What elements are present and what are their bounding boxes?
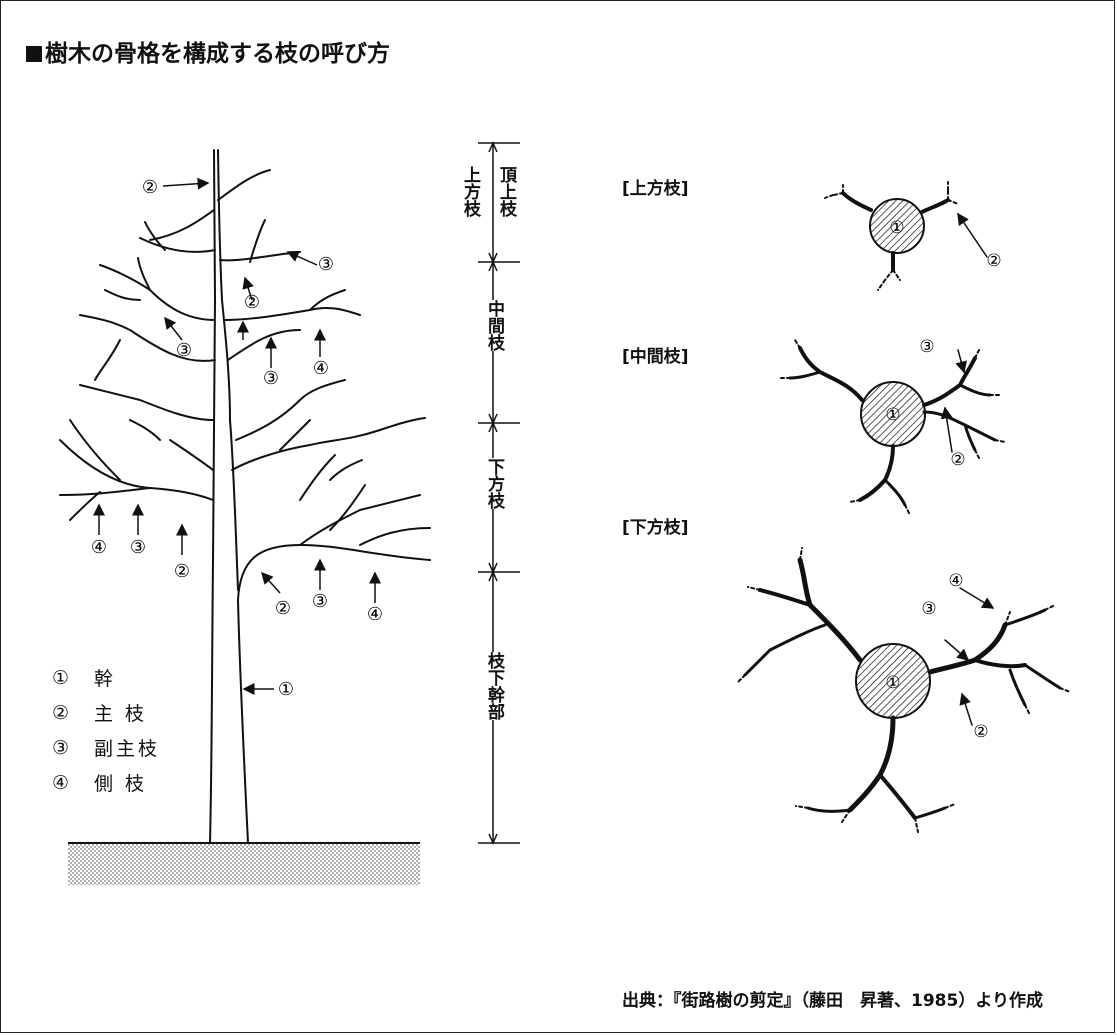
marker-2: ② [142, 177, 158, 198]
lower-center-marker: ① [885, 673, 900, 693]
label-trunk-section: 枝下幹部 [484, 652, 503, 720]
legend-label: 側 枝 [94, 769, 147, 796]
middle-section [780, 340, 1005, 515]
legend-row: ① 幹 [52, 660, 160, 695]
legend-number: ① [52, 667, 94, 689]
legend-number: ④ [52, 772, 94, 794]
legend-label: 主 枝 [94, 699, 147, 726]
label-top-branch: 頂上枝 [496, 166, 515, 217]
legend-row: ② 主 枝 [52, 695, 160, 730]
ground [68, 843, 420, 885]
legend-label: 副主枝 [94, 734, 160, 761]
upper-center-marker: ① [889, 218, 904, 238]
middle-center-marker: ① [885, 405, 900, 425]
legend-row: ④ 側 枝 [52, 765, 160, 800]
upper-section [825, 182, 987, 290]
middle-marker-3: ③ [919, 337, 934, 357]
marker-3: ③ [318, 254, 334, 275]
label-upper-branch: 上方枝 [460, 166, 479, 217]
legend: ① 幹 ② 主 枝 ③ 副主枝 ④ 側 枝 [52, 660, 160, 800]
marker-2: ② [275, 598, 291, 619]
marker-4: ④ [367, 604, 383, 625]
legend-row: ③ 副主枝 [52, 730, 160, 765]
marker-3: ③ [130, 537, 146, 558]
lower-marker-4: ④ [948, 571, 963, 591]
lower-marker-2: ② [973, 722, 988, 742]
label-lower-branch: 下方枝 [484, 458, 503, 509]
marker-4: ④ [313, 358, 329, 379]
marker-3: ③ [176, 340, 192, 361]
section-label-lower: [下方枝] [622, 513, 689, 538]
marker-2: ② [244, 292, 260, 313]
legend-label: 幹 [94, 664, 116, 691]
middle-marker-2: ② [950, 450, 965, 470]
legend-number: ② [52, 702, 94, 724]
lower-marker-3: ③ [921, 599, 936, 619]
lower-section [738, 548, 1070, 832]
marker-3: ③ [312, 591, 328, 612]
label-middle-branch: 中間枝 [484, 300, 503, 351]
marker-4: ④ [91, 537, 107, 558]
section-label-middle: [中間枝] [622, 342, 689, 367]
upper-marker-2: ② [986, 251, 1001, 271]
source-citation: 出典：『街路樹の剪定』（藤田 昇著、1985）より作成 [622, 986, 1043, 1011]
marker-3: ③ [263, 368, 279, 389]
legend-number: ③ [52, 737, 94, 759]
marker-2: ② [174, 561, 190, 582]
marker-1: ① [278, 679, 294, 700]
section-label-upper: [上方枝] [622, 174, 689, 199]
